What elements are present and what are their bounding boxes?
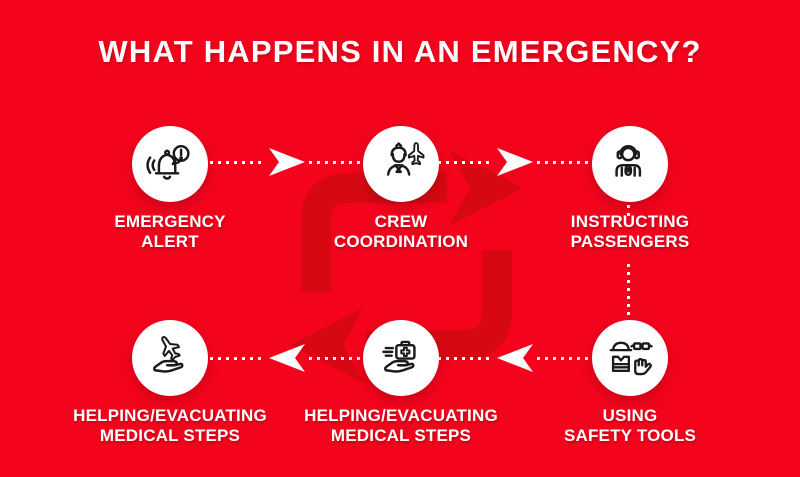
dotted-line — [537, 160, 592, 164]
connector-3-4-lower — [627, 264, 630, 321]
connector-2-3 — [438, 148, 592, 176]
step-circle — [132, 320, 208, 396]
dotted-line — [438, 356, 493, 360]
step-helping-evacuating-medical: HELPING/EVACUATING MEDICAL STEPS — [291, 320, 511, 446]
step-label: HELPING/EVACUATING MEDICAL STEPS — [304, 406, 498, 446]
step-helping-evacuating-plane: HELPING/EVACUATING MEDICAL STEPS — [60, 320, 280, 446]
arrow-left-icon — [269, 344, 305, 372]
arrow-left-icon — [497, 344, 533, 372]
step-circle — [132, 126, 208, 202]
step-instructing-passengers: INSTRUCTING PASSENGERS — [520, 126, 740, 252]
step-crew-coordination: CREW COORDINATION — [291, 126, 511, 252]
flight-attendant-airplane-icon — [386, 142, 425, 176]
step-label: USING SAFETY TOOLS — [564, 406, 696, 446]
label-line: ALERT — [141, 232, 199, 251]
connector-5-6 — [210, 344, 364, 372]
label-line: MEDICAL STEPS — [99, 426, 241, 445]
step-label: INSTRUCTING PASSENGERS — [571, 212, 690, 252]
dotted-line — [537, 356, 592, 360]
label-line: HELPING/EVACUATING — [304, 406, 498, 425]
label-line: SAFETY TOOLS — [563, 426, 697, 445]
safety-gear-icon — [609, 341, 653, 376]
step-circle — [363, 126, 439, 202]
step-circle — [592, 126, 668, 202]
step-circle — [363, 320, 439, 396]
step-label: CREW COORDINATION — [334, 212, 468, 252]
step-label: HELPING/EVACUATING MEDICAL STEPS — [73, 406, 267, 446]
dotted-line — [210, 160, 265, 164]
dotted-line — [309, 160, 364, 164]
dotted-line — [438, 160, 493, 164]
first-aid-kit-hand-icon — [382, 340, 416, 373]
label-line: HELPING/EVACUATING — [73, 406, 267, 425]
label-line: MEDICAL STEPS — [330, 426, 472, 445]
step-emergency-alert: EMERGENCY ALERT — [60, 126, 280, 252]
connector-4-5 — [438, 344, 592, 372]
label-line: INSTRUCTING — [570, 212, 690, 231]
label-line: COORDINATION — [333, 232, 469, 251]
step-circle — [592, 320, 668, 396]
label-line: PASSENGERS — [570, 232, 690, 251]
dotted-line — [210, 356, 265, 360]
step-using-safety-tools: USING SAFETY TOOLS — [520, 320, 740, 446]
airplane-hand-icon — [153, 336, 184, 373]
dotted-line — [309, 356, 364, 360]
step-label: EMERGENCY ALERT — [114, 212, 225, 252]
arrow-right-icon — [497, 148, 533, 176]
page-title: WHAT HAPPENS IN AN EMERGENCY? — [98, 34, 702, 69]
arrow-right-icon — [269, 148, 305, 176]
label-line: EMERGENCY — [114, 212, 226, 231]
label-line: CREW — [374, 212, 428, 231]
alert-bell-icon — [146, 144, 190, 180]
connector-1-2 — [210, 148, 364, 176]
label-line: USING — [602, 406, 658, 425]
headset-announcer-icon — [615, 145, 642, 177]
connector-3-4-upper — [627, 205, 630, 216]
